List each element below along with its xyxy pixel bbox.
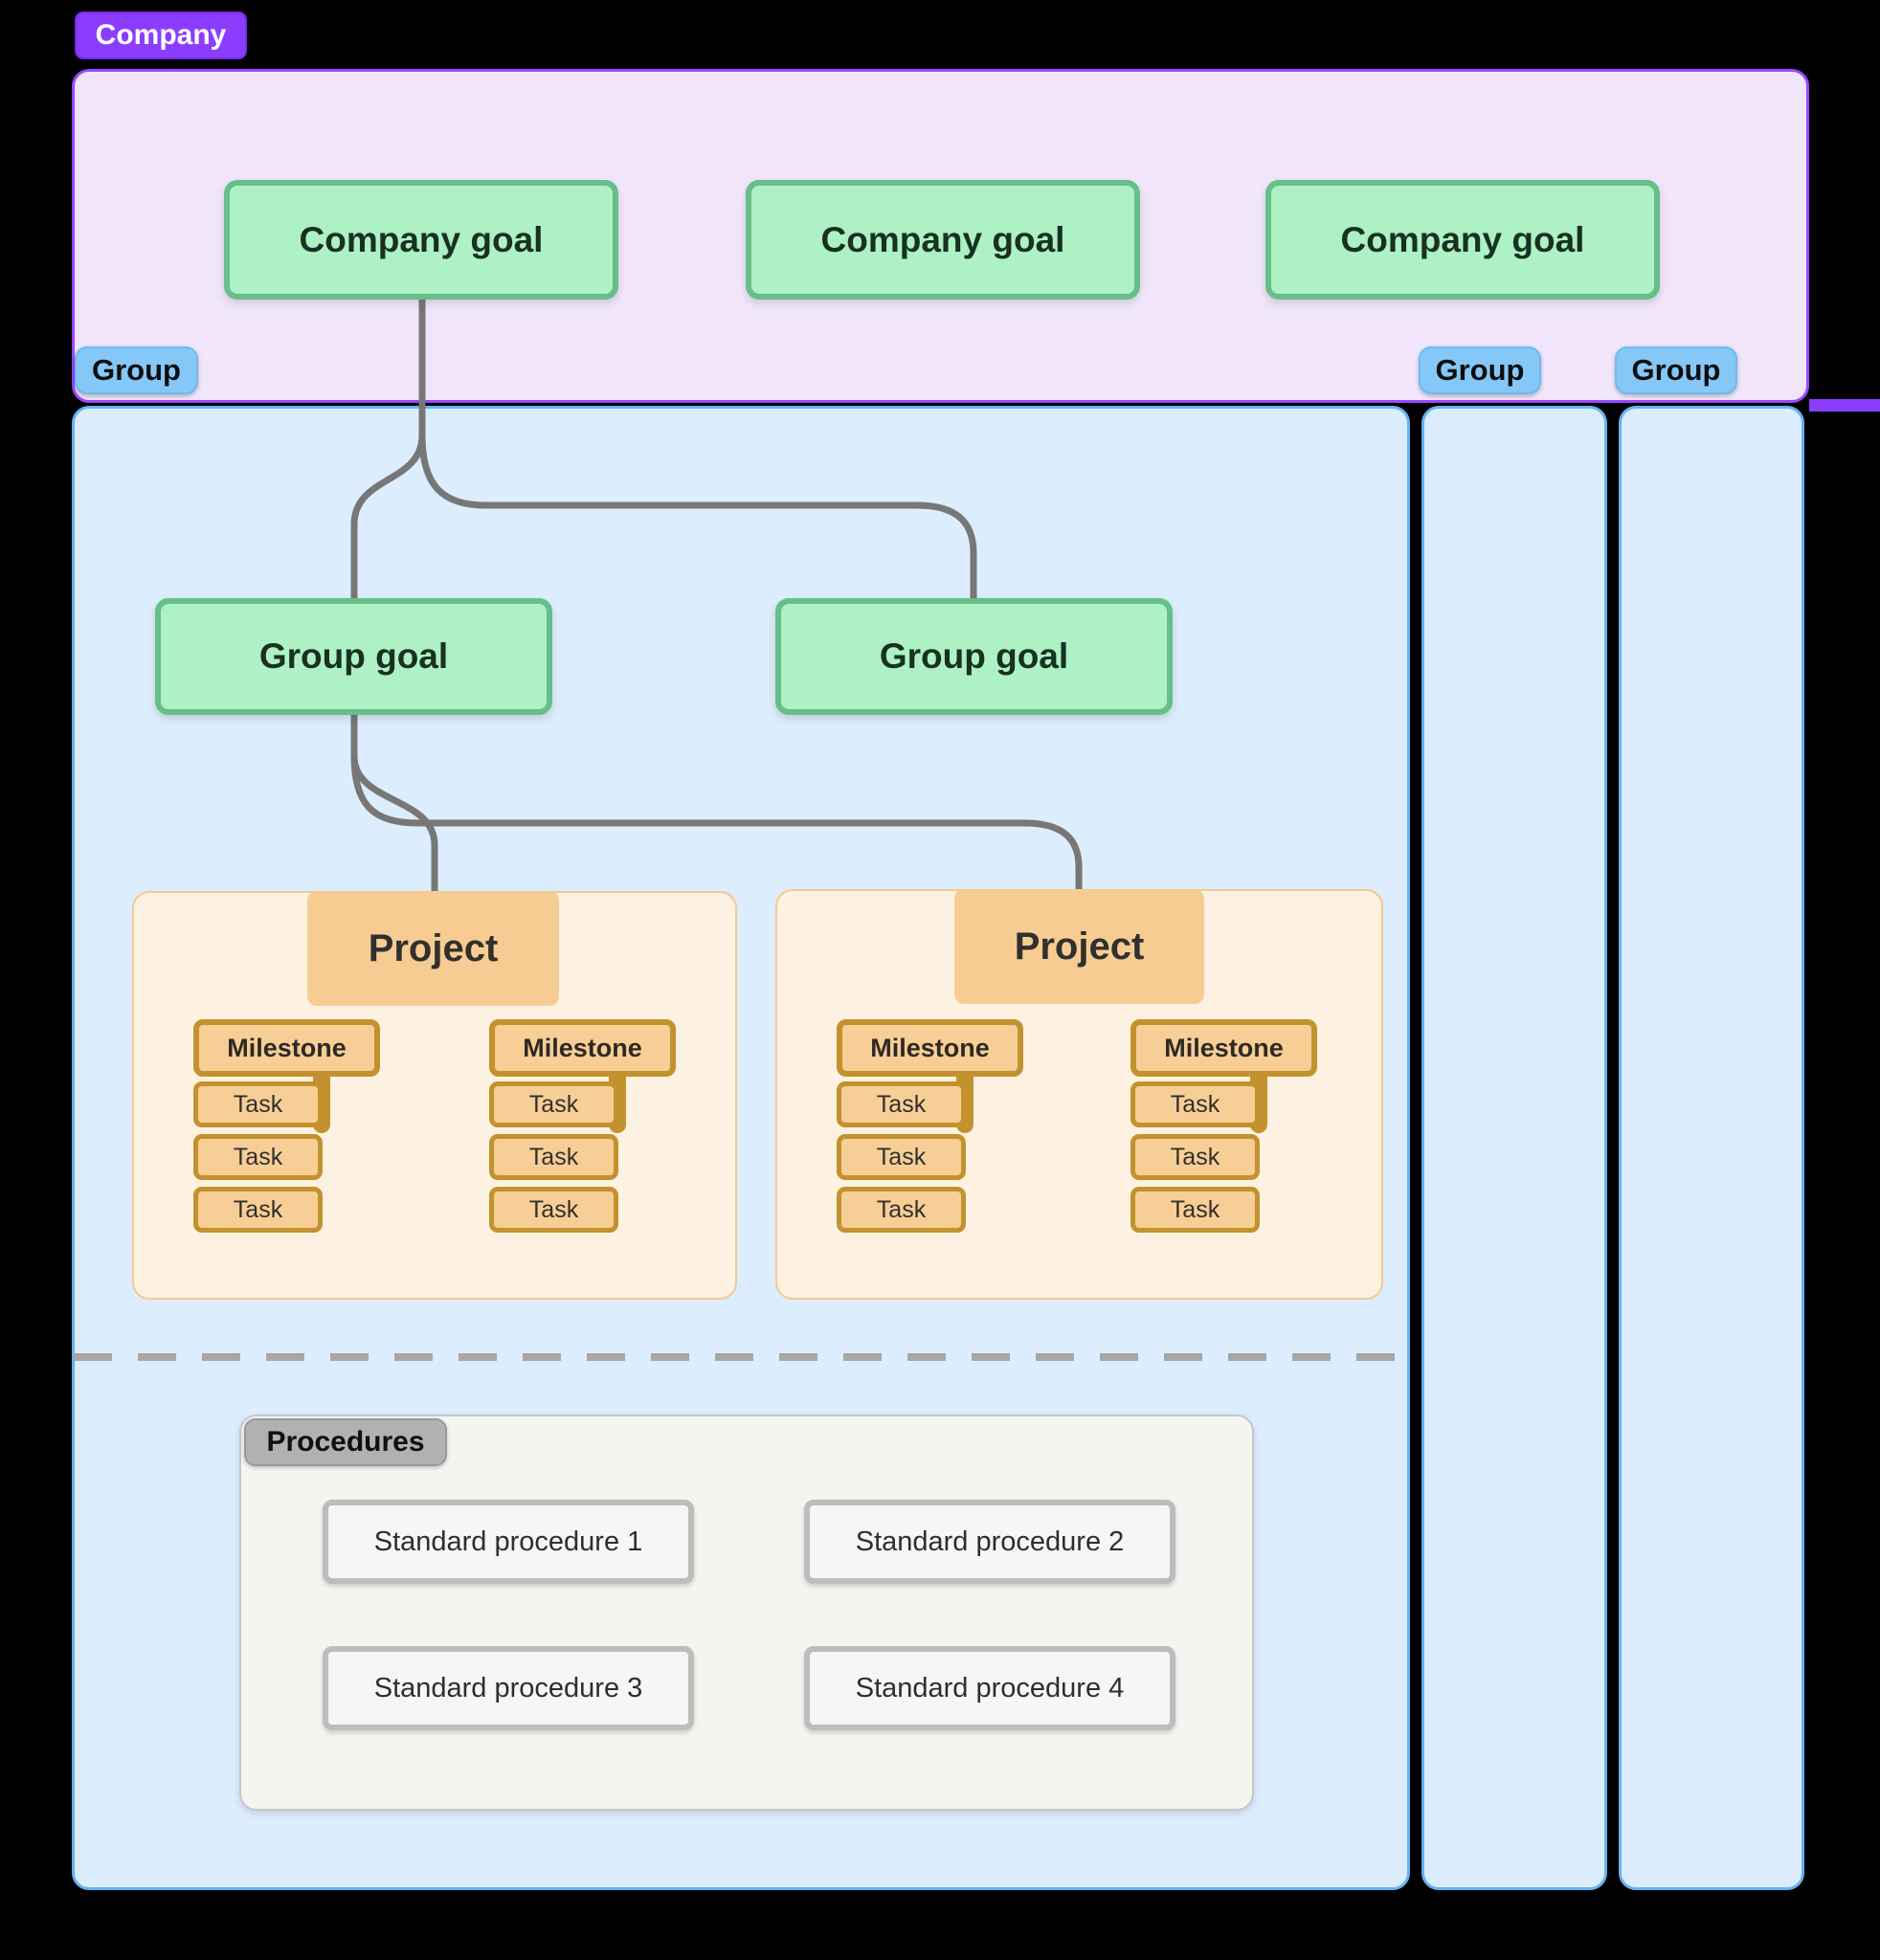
group-badge-left: Group [75,346,198,394]
connector-groupgoal-to-project2 [350,752,1083,895]
procedures-badge: Procedures [244,1418,447,1466]
standard-procedure-box: Standard procedure 3 [323,1646,694,1730]
task-box: Task [837,1081,966,1127]
task-box: Task [837,1134,966,1180]
group-goal-1: Group goal [155,598,552,715]
standard-procedure-box: Standard procedure 4 [804,1646,1175,1730]
company-goal-1: Company goal [224,180,618,300]
group-badge-right: Group [1615,346,1737,394]
group-badge-mid: Group [1419,346,1541,394]
task-box: Task [193,1081,323,1127]
task-box: Task [193,1134,323,1180]
connector-companygoal-to-groupgoal1 [350,296,426,602]
standard-procedure-box: Standard procedure 2 [804,1500,1175,1584]
company-goal-3: Company goal [1265,180,1660,300]
task-box: Task [489,1134,618,1180]
standard-procedure-box: Standard procedure 1 [323,1500,694,1584]
milestone-box: Milestone [837,1019,1023,1077]
task-box: Task [489,1187,618,1233]
group-container-3 [1619,406,1804,1890]
task-box: Task [489,1081,618,1127]
company-goal-2: Company goal [746,180,1140,300]
project-label-2: Project [954,889,1204,1004]
group-goal-2: Group goal [775,598,1173,715]
milestone-box: Milestone [489,1019,676,1077]
task-box: Task [1130,1081,1260,1127]
project-label-1: Project [307,891,559,1006]
connector-companygoal-to-groupgoal2 [418,432,977,602]
company-badge: Company [75,11,247,59]
task-box: Task [193,1187,323,1233]
group-container-2 [1421,406,1607,1890]
task-box: Task [837,1187,966,1233]
milestone-box: Milestone [193,1019,380,1077]
milestone-box: Milestone [1130,1019,1317,1077]
task-box: Task [1130,1134,1260,1180]
task-box: Task [1130,1187,1260,1233]
company-border-stub [1809,399,1880,412]
procedures-container [239,1414,1254,1811]
